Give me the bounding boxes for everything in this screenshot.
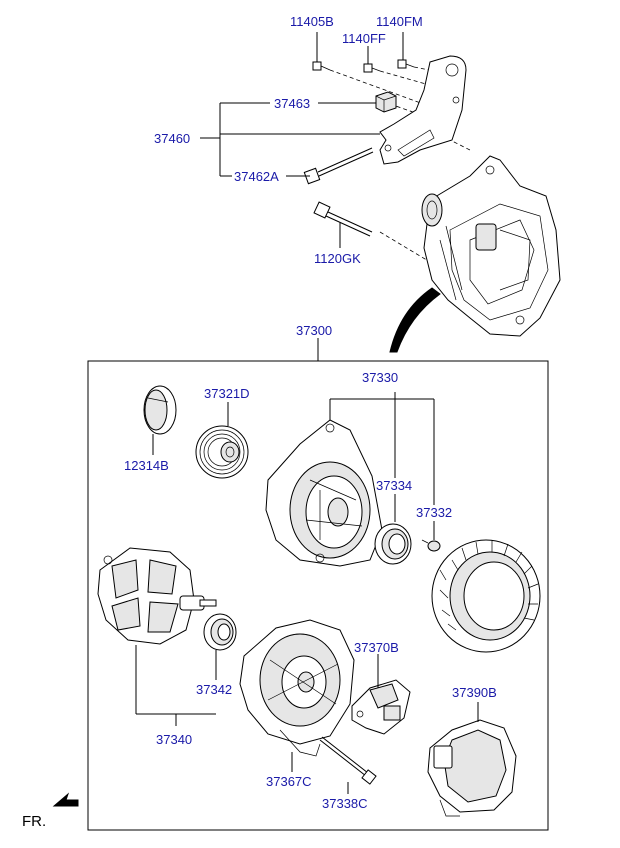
part-label-37340[interactable]: 37340 [156, 732, 192, 747]
part-label-37321d[interactable]: 37321D [204, 386, 250, 401]
part-label-1120gk[interactable]: 1120GK [314, 251, 361, 266]
rear-cover-icon [427, 719, 517, 817]
long-bolt-37462a-icon [303, 147, 374, 185]
part-label-1140ff[interactable]: 1140FF [342, 31, 386, 46]
bolt-11405b-icon [312, 61, 331, 71]
front-bearing-icon [374, 523, 412, 565]
part-label-11405b[interactable]: 11405B [290, 14, 334, 29]
part-label-37367c[interactable]: 37367C [266, 774, 312, 789]
part-label-37338c[interactable]: 37338C [322, 796, 368, 811]
part-label-37342[interactable]: 37342 [196, 682, 232, 697]
mounting-bracket-icon [379, 55, 467, 165]
part-label-37334[interactable]: 37334 [376, 478, 412, 493]
front-direction-arrow-icon [52, 792, 79, 807]
part-label-12314b[interactable]: 12314B [124, 458, 169, 473]
spacer-block-icon [375, 91, 397, 113]
part-label-1140fm[interactable]: 1140FM [376, 14, 423, 29]
front-housing-icon [265, 419, 383, 567]
pulley-cap-icon [143, 385, 177, 435]
screw-37332-icon [421, 539, 441, 552]
part-label-37460[interactable]: 37460 [154, 131, 190, 146]
part-label-37300[interactable]: 37300 [296, 323, 332, 338]
top-assembly [200, 32, 471, 263]
bolt-1140fm-icon [397, 59, 415, 69]
rear-housing-icon [239, 619, 355, 757]
assembly-arrow-icon [389, 287, 441, 353]
part-label-37332[interactable]: 37332 [416, 505, 452, 520]
part-label-37463[interactable]: 37463 [274, 96, 310, 111]
pulley-icon [195, 425, 249, 479]
part-label-37462a[interactable]: 37462A [234, 169, 279, 184]
through-bolt-icon [319, 736, 377, 785]
front-direction-label: FR. [22, 813, 46, 830]
part-label-37330[interactable]: 37330 [362, 370, 398, 385]
bolt-1140ff-icon [363, 63, 381, 73]
bolt-1120gk-icon [313, 201, 373, 237]
rotor-icon [97, 547, 217, 645]
rear-bearing-icon [203, 613, 237, 651]
voltage-regulator-icon [351, 679, 411, 735]
alternator-assembly-icon [421, 155, 561, 337]
stator-icon [431, 539, 541, 653]
part-label-37390b[interactable]: 37390B [452, 685, 497, 700]
exploded-view-frame [87, 360, 549, 831]
part-label-37370b[interactable]: 37370B [354, 640, 399, 655]
